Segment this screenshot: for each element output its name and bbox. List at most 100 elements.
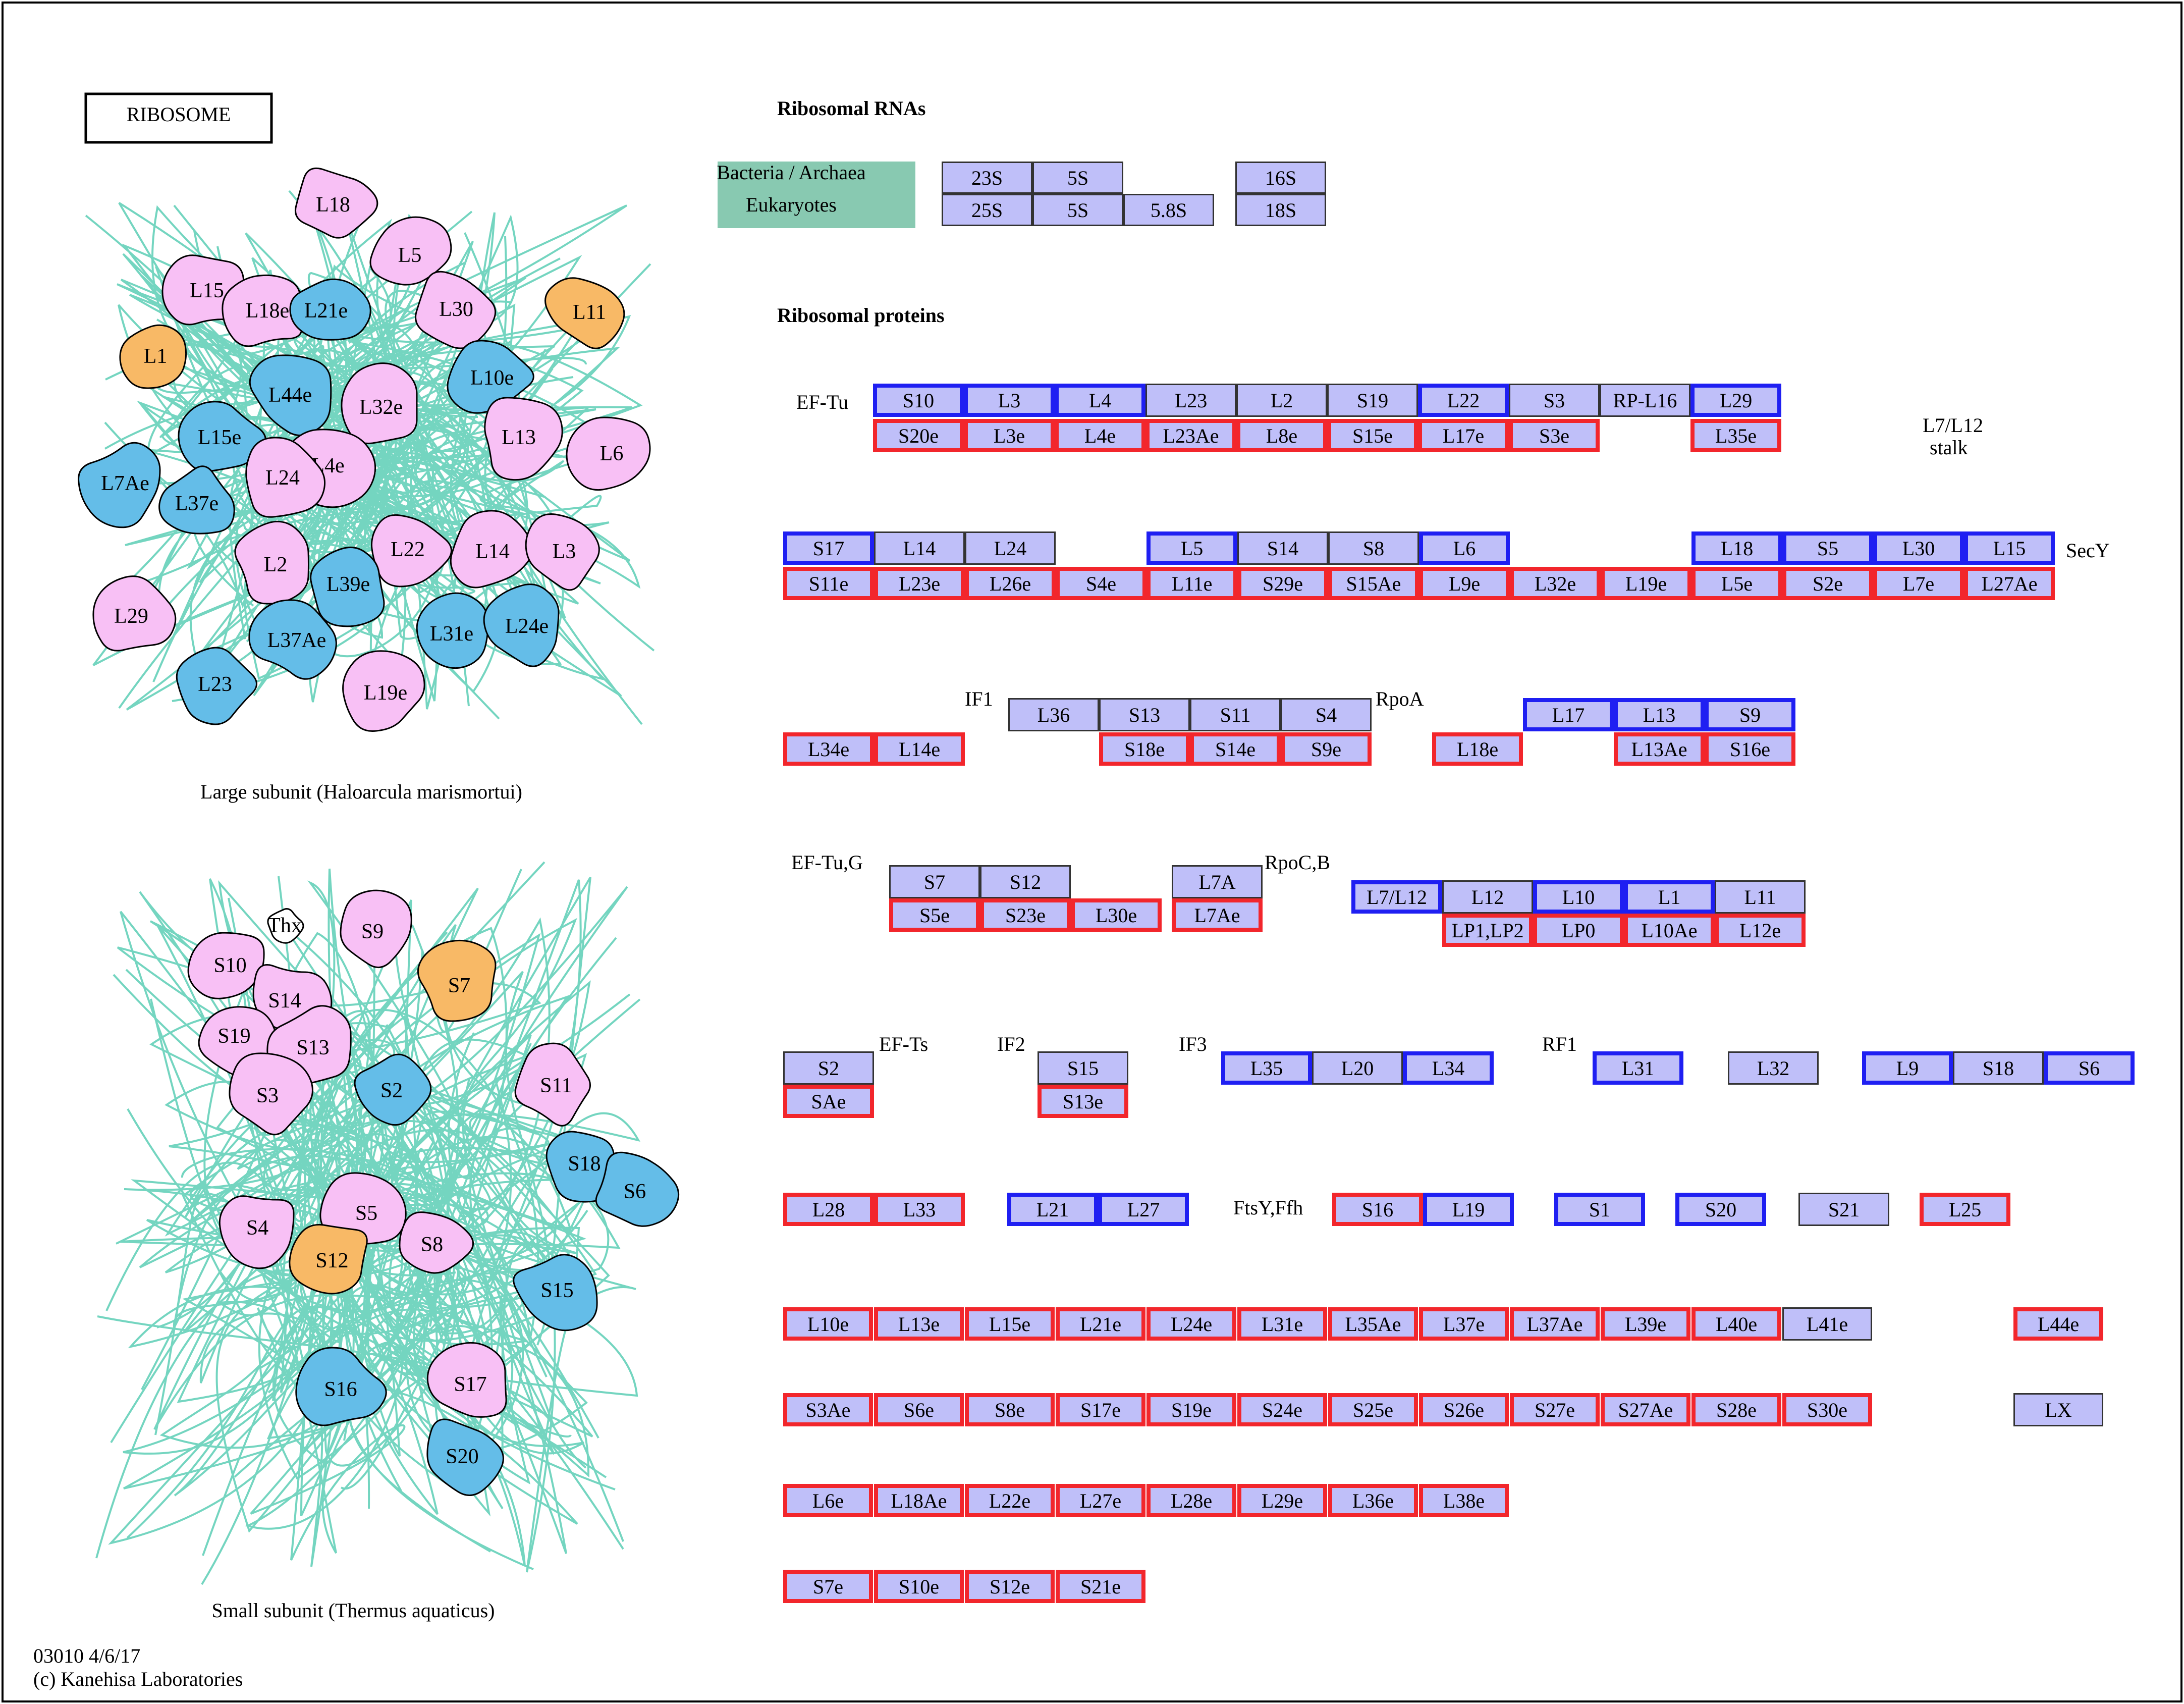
- small-subunit-protein-s15[interactable]: S15: [513, 1254, 598, 1332]
- gene-box-l15[interactable]: L15: [1964, 531, 2055, 565]
- small-subunit-protein-s8[interactable]: S8: [399, 1211, 474, 1274]
- gene-box-s15ae[interactable]: S15Ae: [1328, 567, 1419, 600]
- gene-box-l4[interactable]: L4: [1055, 384, 1145, 417]
- large-subunit-protein-l7ae[interactable]: L7Ae: [78, 442, 161, 528]
- gene-box-s3e[interactable]: S3e: [1509, 419, 1600, 452]
- gene-box-s14[interactable]: S14: [1237, 531, 1328, 565]
- gene-box-s20e[interactable]: S20e: [873, 419, 964, 452]
- gene-box-18s[interactable]: 18S: [1235, 194, 1326, 226]
- gene-box-lp1-lp2[interactable]: LP1,LP2: [1442, 914, 1533, 947]
- large-subunit-protein-l32e[interactable]: L32e: [341, 362, 418, 445]
- large-subunit-protein-l37ae[interactable]: L37Ae: [248, 599, 337, 680]
- gene-box-l27ae[interactable]: L27Ae: [1964, 567, 2055, 600]
- gene-box-s13[interactable]: S13: [1099, 698, 1190, 731]
- small-subunit-protein-thx[interactable]: Thx: [267, 908, 304, 944]
- gene-box-sae[interactable]: SAe: [783, 1085, 874, 1118]
- gene-box-l23[interactable]: L23: [1145, 384, 1236, 417]
- gene-box-l26e[interactable]: L26e: [965, 567, 1056, 600]
- large-subunit-protein-l23[interactable]: L23: [176, 647, 257, 725]
- gene-box-5s[interactable]: 5S: [1032, 194, 1123, 226]
- gene-box-l18e[interactable]: L18e: [1432, 732, 1523, 766]
- large-subunit-protein-l6[interactable]: L6: [566, 416, 651, 491]
- gene-box-l37ae[interactable]: L37Ae: [1510, 1307, 1600, 1341]
- small-subunit-protein-s9[interactable]: S9: [340, 889, 412, 968]
- large-subunit-protein-l44e[interactable]: L44e: [249, 354, 332, 436]
- gene-box-s25e[interactable]: S25e: [1328, 1393, 1418, 1426]
- gene-box-s17[interactable]: S17: [783, 531, 874, 565]
- gene-box-l34[interactable]: L34: [1403, 1051, 1494, 1085]
- gene-box-l23ae[interactable]: L23Ae: [1145, 419, 1236, 452]
- gene-box-l13[interactable]: L13: [1614, 698, 1705, 731]
- gene-box-l22[interactable]: L22: [1418, 384, 1509, 417]
- gene-box-s5[interactable]: S5: [1782, 531, 1873, 565]
- small-subunit-protein-s4[interactable]: S4: [219, 1195, 295, 1269]
- gene-box-l12e[interactable]: L12e: [1715, 914, 1806, 947]
- gene-box-l5[interactable]: L5: [1146, 531, 1237, 565]
- gene-box-s15e[interactable]: S15e: [1327, 419, 1418, 452]
- gene-box-l24e[interactable]: L24e: [1146, 1307, 1236, 1341]
- gene-box-l28[interactable]: L28: [783, 1193, 874, 1226]
- gene-box-l6e[interactable]: L6e: [783, 1484, 873, 1517]
- gene-box-rp-l16[interactable]: RP-L16: [1600, 384, 1690, 417]
- gene-box-s21e[interactable]: S21e: [1056, 1570, 1145, 1603]
- gene-box-l23e[interactable]: L23e: [874, 567, 965, 600]
- gene-box-s29e[interactable]: S29e: [1237, 567, 1328, 600]
- gene-box-l9e[interactable]: L9e: [1419, 567, 1510, 600]
- gene-box-s9[interactable]: S9: [1705, 698, 1795, 731]
- gene-box-s7e[interactable]: S7e: [783, 1570, 873, 1603]
- gene-box-s14e[interactable]: S14e: [1190, 732, 1281, 766]
- large-subunit-protein-l39e[interactable]: L39e: [310, 547, 385, 627]
- large-subunit-protein-l21e[interactable]: L21e: [289, 278, 371, 341]
- gene-box-l33[interactable]: L33: [874, 1193, 965, 1226]
- gene-box-l36[interactable]: L36: [1008, 698, 1099, 731]
- small-subunit-protein-s7[interactable]: S7: [417, 939, 497, 1022]
- small-subunit-protein-s3[interactable]: S3: [229, 1052, 313, 1136]
- gene-box-s4e[interactable]: S4e: [1056, 567, 1146, 600]
- gene-box-l31[interactable]: L31: [1593, 1051, 1683, 1085]
- gene-box-s4[interactable]: S4: [1281, 698, 1372, 731]
- large-subunit-protein-l2[interactable]: L2: [234, 520, 309, 605]
- gene-box-l38e[interactable]: L38e: [1419, 1484, 1509, 1517]
- small-subunit-protein-s11[interactable]: S11: [514, 1042, 591, 1127]
- gene-box-l27[interactable]: L27: [1098, 1193, 1189, 1226]
- gene-box-l35[interactable]: L35: [1221, 1051, 1312, 1085]
- gene-box-l27e[interactable]: L27e: [1056, 1484, 1145, 1517]
- gene-box-l34e[interactable]: L34e: [783, 732, 874, 766]
- gene-box-s10[interactable]: S10: [873, 384, 964, 417]
- gene-box-l40e[interactable]: L40e: [1691, 1307, 1781, 1341]
- gene-box-l13ae[interactable]: L13Ae: [1614, 732, 1705, 766]
- gene-box-l30e[interactable]: L30e: [1071, 898, 1162, 932]
- gene-box-l15e[interactable]: L15e: [965, 1307, 1055, 1341]
- gene-box-s27ae[interactable]: S27Ae: [1601, 1393, 1690, 1426]
- small-subunit-protein-s12[interactable]: S12: [289, 1223, 368, 1295]
- gene-box-s26e[interactable]: S26e: [1419, 1393, 1509, 1426]
- gene-box-25s[interactable]: 25S: [942, 194, 1032, 226]
- gene-box-l10[interactable]: L10: [1533, 880, 1624, 914]
- large-subunit-protein-l24[interactable]: L24: [245, 437, 325, 518]
- gene-box-l18[interactable]: L18: [1691, 531, 1782, 565]
- large-subunit-protein-l5[interactable]: L5: [369, 216, 452, 286]
- gene-box-s9e[interactable]: S9e: [1281, 732, 1372, 766]
- gene-box-l32[interactable]: L32: [1728, 1051, 1819, 1085]
- gene-box-s6[interactable]: S6: [2044, 1051, 2135, 1085]
- gene-box-l11[interactable]: L11: [1715, 880, 1806, 914]
- gene-box-s11[interactable]: S11: [1190, 698, 1281, 731]
- gene-box-23s[interactable]: 23S: [942, 162, 1032, 194]
- gene-box-lx[interactable]: LX: [2013, 1393, 2103, 1426]
- gene-box-l12[interactable]: L12: [1442, 880, 1533, 914]
- large-subunit-protein-l19e[interactable]: L19e: [342, 650, 425, 732]
- gene-box-l6[interactable]: L6: [1419, 531, 1510, 565]
- large-subunit-protein-l10e[interactable]: L10e: [447, 340, 534, 414]
- gene-box-l7-l12[interactable]: L7/L12: [1351, 880, 1442, 914]
- gene-box-s12[interactable]: S12: [980, 865, 1071, 898]
- gene-box-l2[interactable]: L2: [1236, 384, 1327, 417]
- gene-box-l24[interactable]: L24: [965, 531, 1056, 565]
- gene-box-l7e[interactable]: L7e: [1873, 567, 1964, 600]
- gene-box-s30e[interactable]: S30e: [1782, 1393, 1872, 1426]
- gene-box-l41e[interactable]: L41e: [1782, 1307, 1872, 1341]
- gene-box-l19[interactable]: L19: [1423, 1193, 1514, 1226]
- large-subunit-protein-l18[interactable]: L18: [295, 167, 378, 239]
- large-subunit-protein-l37e[interactable]: L37e: [158, 465, 235, 535]
- gene-box-5-8s[interactable]: 5.8S: [1123, 194, 1214, 226]
- gene-box-l7ae[interactable]: L7Ae: [1172, 898, 1263, 932]
